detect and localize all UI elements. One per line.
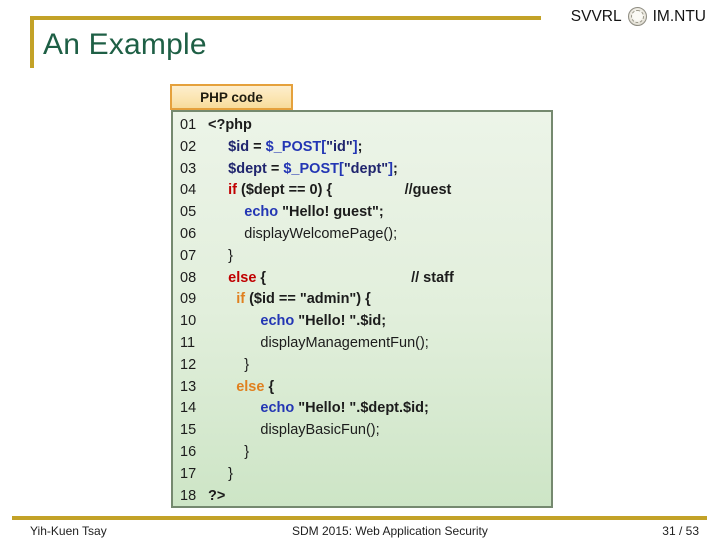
code-line: 02 $id = $_POST["id"]; — [180, 137, 551, 159]
code-line: 18 ?> — [180, 486, 551, 508]
code-line-text: displayWelcomePage(); — [244, 225, 398, 242]
code-line-number: 12 — [180, 356, 197, 373]
code-line-number: 11 — [180, 334, 196, 351]
code-line: 10 echo "Hello! ".$id; — [180, 311, 551, 333]
code-line-text: else { // staff — [228, 269, 454, 286]
code-line-number: 09 — [180, 291, 197, 308]
code-line: 15 displayBasicFun(); — [180, 420, 551, 442]
header-accent-line — [30, 16, 541, 20]
code-line-number: 01 — [180, 117, 197, 133]
code-line-text: $dept = $_POST["dept"]; — [228, 160, 398, 177]
code-line-text: displayBasicFun(); — [260, 422, 380, 439]
code-line: 06 displayWelcomePage(); — [180, 224, 551, 246]
code-line: 01 <?php — [180, 115, 551, 137]
footer-author: Yih-Kuen Tsay — [30, 524, 107, 538]
code-line: 12 } — [180, 355, 551, 377]
brand-svvrl: SVVRL — [570, 7, 622, 25]
code-line-number: 02 — [180, 138, 197, 155]
code-line-number: 07 — [180, 247, 197, 264]
brand-imntu: IM.NTU — [652, 7, 706, 25]
code-line: 03 $dept = $_POST["dept"]; — [180, 159, 551, 181]
ntu-seal-icon — [627, 7, 647, 26]
code-line: 11 displayManagementFun(); — [180, 333, 551, 355]
php-code-label: PHP code — [170, 84, 293, 110]
footer-course: SDM 2015: Web Application Security — [292, 524, 488, 538]
code-line-text: } — [208, 465, 233, 482]
code-line-text: echo "Hello! ".$dept.$id; — [260, 400, 429, 417]
code-line-text: echo "Hello! ".$id; — [260, 313, 387, 330]
code-line: 14 echo "Hello! ".$dept.$id; — [180, 398, 551, 420]
code-line: 04 if ($dept == 0) { //guest — [180, 180, 551, 202]
code-line: 08 else { // staff — [180, 268, 551, 290]
code-line-text: if ($id == "admin") { — [236, 291, 371, 308]
php-code-label-text: PHP code — [200, 89, 263, 105]
code-line-text: } — [208, 247, 233, 264]
code-line-number: 13 — [180, 378, 197, 395]
code-line-number: 14 — [180, 400, 197, 417]
page-title: An Example — [43, 28, 207, 61]
code-line-number: 05 — [180, 204, 197, 221]
code-line-text: displayManagementFun(); — [260, 334, 429, 351]
code-line: 09 if ($id == "admin") { — [180, 289, 551, 311]
code-line-number: 17 — [180, 465, 197, 482]
code-line-number: 08 — [180, 269, 197, 286]
code-line-number: 03 — [180, 160, 197, 177]
code-line-number: 04 — [180, 182, 197, 199]
code-line: 16 } — [180, 442, 551, 464]
code-line: 13 else { — [180, 377, 551, 399]
code-line-number: 10 — [180, 313, 197, 330]
code-line: 07 } — [180, 246, 551, 268]
code-line-text: } — [208, 356, 250, 373]
header-accent-bar — [30, 16, 34, 68]
footer-accent-line — [12, 516, 707, 520]
code-line-text: else { — [236, 378, 275, 395]
code-line-text: } — [208, 443, 250, 460]
brand-header: SVVRL IM.NTU — [571, 7, 706, 26]
code-line-number: 06 — [180, 225, 197, 242]
code-line-text: <?php — [208, 117, 252, 133]
code-line-text: echo "Hello! guest"; — [244, 204, 384, 221]
code-line-text: if ($dept == 0) { //guest — [228, 182, 452, 199]
code-line-number: 16 — [180, 443, 197, 460]
code-line-number: 18 — [180, 487, 197, 504]
code-line-text: ?> — [208, 487, 226, 504]
footer-page-number: 31 / 53 — [662, 524, 699, 538]
code-line-text: $id = $_POST["id"]; — [228, 138, 363, 155]
code-line-number: 15 — [180, 422, 197, 439]
code-line: 05 echo "Hello! guest"; — [180, 202, 551, 224]
code-line: 17 } — [180, 464, 551, 486]
